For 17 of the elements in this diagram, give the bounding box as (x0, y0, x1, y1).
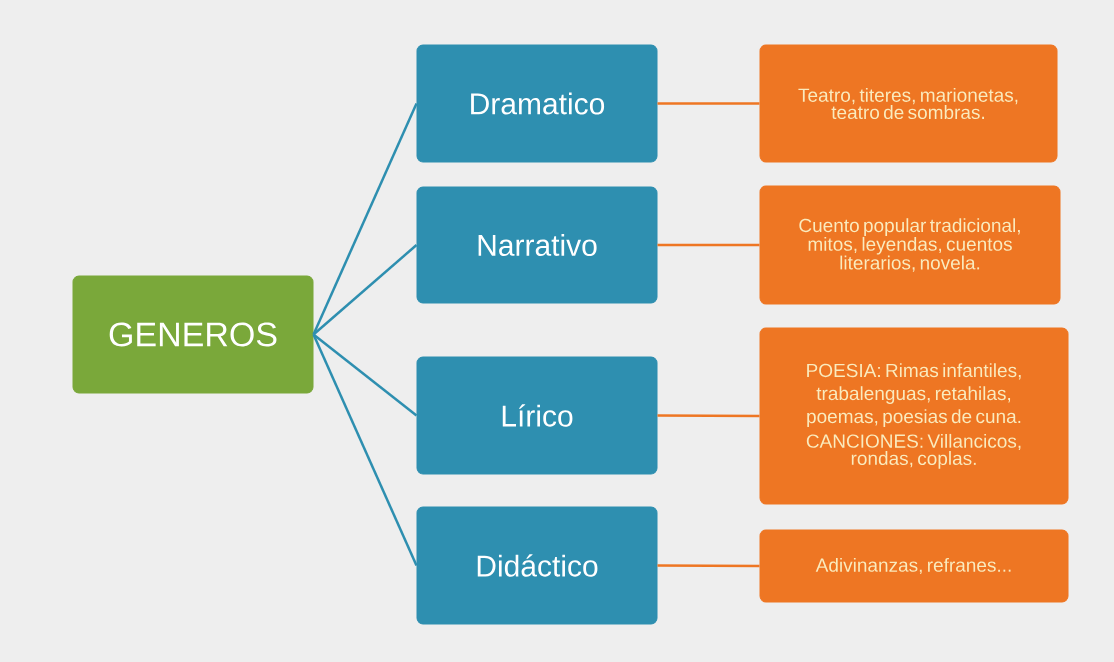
example-box: Cuento popular tradicional, mitos, leyendas, cuentos literarios, novela. (759, 185, 1061, 305)
connector-line (657, 243, 760, 247)
connector-line (312, 333, 418, 417)
example-box: POESIA: Rimas infantiles, trabalenguas, retahilas, poemas, poesias de cuna. CANCIONES: Villancicos, rondas, coplas. (759, 327, 1069, 505)
connector-line (312, 334, 418, 567)
connector-line (312, 244, 418, 336)
category-box: Dramatico (416, 44, 658, 163)
connector-line (657, 414, 760, 418)
connector-line (312, 103, 418, 336)
example-box: Adivinanzas, refranes... (759, 529, 1069, 603)
connector-line (657, 564, 760, 568)
category-box: Narrativo (416, 186, 658, 304)
category-box: Didáctico (416, 506, 658, 625)
category-box: Lírico (416, 356, 658, 475)
example-box: Teatro, titeres, marionetas, teatro de sombras. (759, 44, 1058, 163)
connector-line (657, 102, 760, 105)
title-box: GENEROS (72, 275, 314, 394)
